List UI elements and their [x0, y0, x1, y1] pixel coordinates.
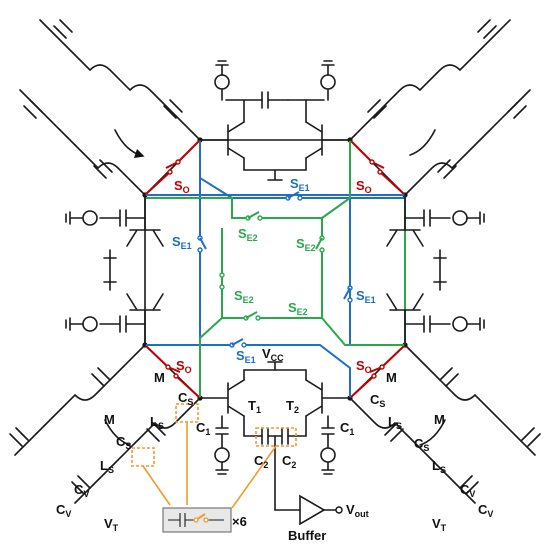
label-x6: ×6 — [232, 514, 247, 529]
label-so-br: SO — [356, 358, 372, 375]
svg-text:SE1: SE1 — [290, 176, 310, 193]
label-cs-2: CS — [116, 434, 131, 451]
svg-text:SE2: SE2 — [234, 288, 254, 305]
label-c2-left: C2 — [254, 453, 268, 470]
svg-text:SE2: SE2 — [296, 236, 316, 253]
label-m-1: M — [154, 370, 165, 385]
svg-text:LS: LS — [388, 414, 402, 431]
svg-text:LS: LS — [432, 458, 446, 475]
svg-text:SE2: SE2 — [238, 226, 258, 243]
so-switch-top-left — [144, 139, 201, 196]
right-core — [386, 194, 485, 346]
label-ls-1: LS — [150, 414, 164, 431]
svg-text:CV: CV — [74, 482, 89, 499]
label-c1-left: C1 — [196, 420, 210, 437]
svg-text:CS: CS — [178, 390, 193, 407]
svg-text:LS: LS — [100, 458, 114, 475]
svg-text:T1: T1 — [248, 398, 261, 415]
label-vt-right: VT — [432, 516, 447, 533]
svg-text:SE2: SE2 — [288, 300, 308, 317]
so-switch-bottom-right — [349, 344, 406, 399]
label-se2-left: SE2 — [234, 288, 254, 305]
svg-text:CS: CS — [370, 392, 385, 409]
label-cv-1: CV — [74, 482, 89, 499]
label-ls-2: LS — [100, 458, 114, 475]
top-core — [199, 60, 351, 181]
label-cs-1: CS — [178, 390, 193, 407]
so-switch-bottom-left — [144, 344, 201, 399]
label-t1: T1 — [248, 398, 261, 415]
svg-text:C2: C2 — [254, 453, 268, 470]
svg-text:VCC: VCC — [262, 346, 284, 363]
tank-bottom-left — [9, 344, 201, 504]
svg-text:C1: C1 — [340, 420, 354, 437]
label-se1-left: SE1 — [172, 234, 192, 251]
label-so-tl: SO — [174, 178, 190, 195]
label-cv-4: CV — [478, 502, 493, 519]
label-t2: T2 — [286, 398, 299, 415]
tank-top-right — [349, 19, 531, 196]
label-se1-top: SE1 — [290, 176, 310, 193]
label-m-3: M — [386, 370, 397, 385]
tank-top-left — [19, 19, 201, 196]
label-m-2: M — [104, 412, 115, 427]
svg-text:CS: CS — [414, 436, 429, 453]
label-c1-right: C1 — [340, 420, 354, 437]
svg-text:C2: C2 — [282, 453, 296, 470]
left-core — [65, 194, 164, 346]
label-ls-4: LS — [432, 458, 446, 475]
label-vout: Vout — [346, 502, 369, 519]
label-m-4: M — [434, 412, 445, 427]
svg-text:CV: CV — [56, 502, 71, 519]
label-se2-top: SE2 — [238, 226, 258, 243]
svg-text:SO: SO — [174, 178, 190, 195]
svg-text:CS: CS — [116, 434, 131, 451]
svg-text:VT: VT — [432, 516, 447, 533]
svg-text:VT: VT — [104, 516, 119, 533]
svg-text:T2: T2 — [286, 398, 299, 415]
svg-text:SO: SO — [356, 178, 372, 195]
svg-text:CV: CV — [478, 502, 493, 519]
label-se1-right: SE1 — [356, 288, 376, 305]
label-cs-4: CS — [414, 436, 429, 453]
label-c2-right: C2 — [282, 453, 296, 470]
svg-text:Vout: Vout — [346, 502, 369, 519]
svg-text:C1: C1 — [196, 420, 210, 437]
label-se1-bottom: SE1 — [236, 348, 256, 365]
svg-text:SE1: SE1 — [236, 348, 256, 365]
label-se2-right: SE2 — [296, 236, 316, 253]
svg-text:SO: SO — [356, 358, 372, 375]
svg-text:SE1: SE1 — [172, 234, 192, 251]
svg-text:CV: CV — [460, 482, 475, 499]
tank-bottom-right — [349, 344, 541, 504]
label-buffer: Buffer — [288, 528, 326, 543]
orange-highlights — [131, 403, 297, 533]
svg-text:LS: LS — [150, 414, 164, 431]
so-switch-top-right — [349, 139, 406, 196]
label-so-tr: SO — [356, 178, 372, 195]
svg-text:SO: SO — [176, 358, 192, 375]
label-se2-bottom: SE2 — [288, 300, 308, 317]
label-cv-2: CV — [56, 502, 71, 519]
label-so-bl: SO — [176, 358, 192, 375]
bottom-core — [199, 361, 351, 526]
label-cs-3: CS — [370, 392, 385, 409]
svg-text:SE1: SE1 — [356, 288, 376, 305]
label-ls-3: LS — [388, 414, 402, 431]
label-vcc: VCC — [262, 346, 284, 363]
label-cv-3: CV — [460, 482, 475, 499]
label-vt-left: VT — [104, 516, 119, 533]
se2-network — [145, 140, 406, 398]
